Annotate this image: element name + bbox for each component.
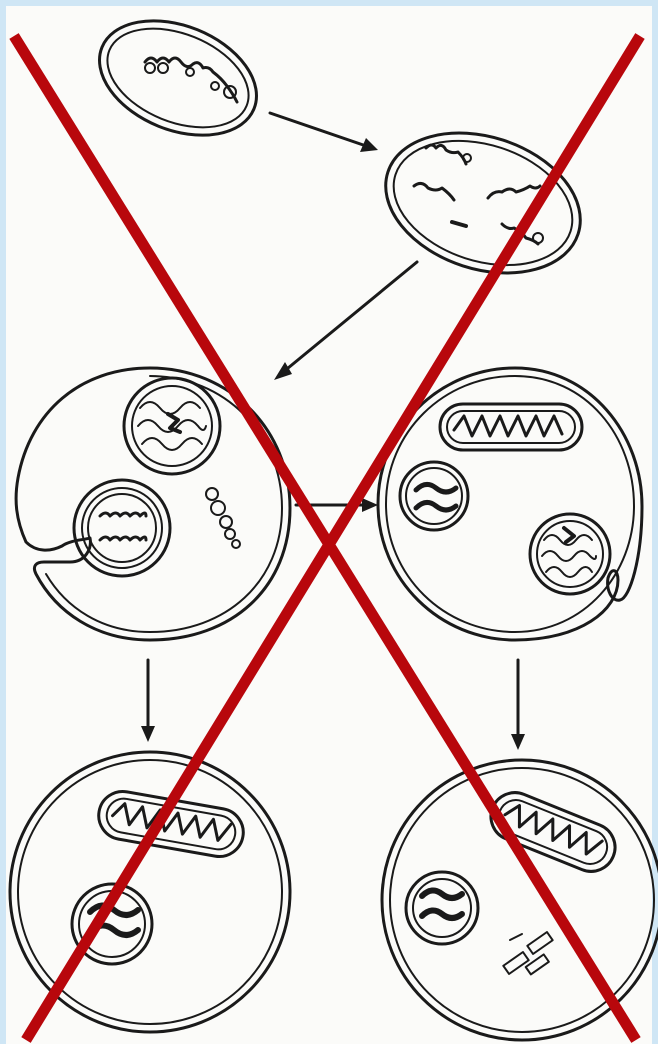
diagram-stage (0, 0, 658, 1044)
endosymbiosis-diagram (0, 0, 658, 1044)
